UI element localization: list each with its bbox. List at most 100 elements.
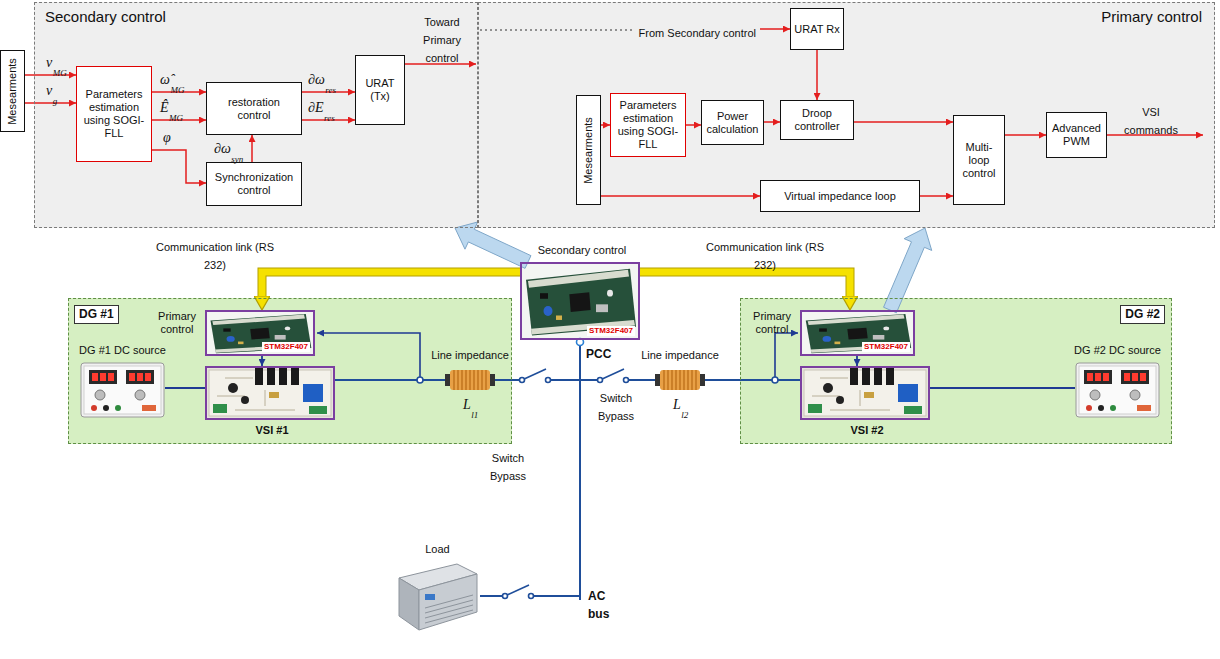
signal-symbol: Ê <box>160 100 169 115</box>
text-slot: Secondary control <box>512 244 652 257</box>
signal-arrow <box>152 150 206 183</box>
process-box: Power calculation <box>701 100 764 145</box>
communication-link <box>262 272 520 296</box>
switch-symbols <box>417 339 778 599</box>
board-picture <box>800 310 915 356</box>
signal-arrow <box>25 102 77 104</box>
switch-label: Switch Bypass <box>598 392 634 422</box>
wire-connector <box>165 387 205 389</box>
text-slot: Switch Bypass <box>480 448 536 484</box>
switch-blade <box>505 585 529 596</box>
source-heading: DG #2 DC source <box>1070 344 1165 357</box>
inductor-heading: Line impedance <box>635 349 725 362</box>
text-slot: ω̂ <box>160 70 170 88</box>
text-slot: res <box>325 79 336 97</box>
process-box: Advanced PWM <box>1046 112 1107 158</box>
chip-label: STM32F407 <box>587 326 635 336</box>
wire-connector <box>261 356 263 366</box>
subscript: MG <box>53 68 67 78</box>
dg-tag: DG #1 <box>74 305 119 324</box>
subscript: g <box>53 96 58 106</box>
panel-title: Primary control <box>1101 8 1202 26</box>
signal-arrow <box>854 121 953 123</box>
inverter-picture <box>205 366 335 420</box>
line-inductor: Line impedance <box>445 369 495 391</box>
inductor-picture <box>445 370 495 390</box>
text-slot: VSI #1 <box>207 424 337 437</box>
signal-symbol: φ <box>163 130 171 145</box>
signal-symbol: ∂E <box>308 100 323 115</box>
connector-group <box>252 135 253 162</box>
control-panel: Secondary controlParameters estimation u… <box>34 2 478 228</box>
dg-region: DG #2 Primary controlSTM32F407 DG #2 DC so… <box>740 298 1172 444</box>
wire <box>531 595 580 597</box>
measurement-box: Mesearments <box>576 95 601 205</box>
rotated-label: Mesearments <box>582 117 595 184</box>
subscript: syn <box>231 154 243 164</box>
region-fill <box>34 2 478 228</box>
ac-bus-line <box>579 341 581 600</box>
line-inductor: Line impedance <box>655 369 705 391</box>
switch-contact <box>529 594 534 599</box>
uart-box: URAT Rx <box>790 8 844 50</box>
signal-arrow <box>764 121 780 123</box>
text-slot: Toward Primary control <box>408 12 476 66</box>
subscript: res <box>325 85 336 95</box>
box-label: Advanced PWM <box>1050 122 1103 148</box>
signal-symbol: ∂ω <box>214 141 231 156</box>
switch-contact <box>503 594 508 599</box>
text-slot: DG #2 <box>1120 305 1165 324</box>
load-heading: Load <box>395 543 480 556</box>
wire <box>705 379 800 381</box>
text-slot: Communication link (RS 232) <box>148 237 282 273</box>
signal-symbol: ∂ω <box>308 72 325 87</box>
connector-group <box>930 388 1075 389</box>
connector-group <box>262 272 520 296</box>
load-picture <box>399 564 477 630</box>
signal-note: From Secondary control <box>639 27 756 39</box>
text-slot: l1 <box>471 404 478 422</box>
connector-group <box>601 196 761 197</box>
subscript: MG <box>169 113 183 123</box>
board-heading: Primary control <box>746 310 798 336</box>
subscript: l1 <box>471 410 478 420</box>
dc-source: DG #1 DC source <box>80 362 165 418</box>
dotted-link <box>480 29 634 30</box>
signal-arrow <box>25 74 77 76</box>
edge-label: Communication link (RS 232) <box>706 241 824 271</box>
box-label: URAT Rx <box>794 23 839 36</box>
subscript: l2 <box>681 410 688 420</box>
connector-group <box>884 228 932 313</box>
text-slot: STM32F407 <box>587 326 635 336</box>
box-label: URAT (Tx) <box>359 77 401 103</box>
device-pictures <box>81 262 1159 630</box>
text-slot: Secondary control <box>45 8 166 26</box>
text-slot: Primary control <box>150 310 204 336</box>
text-slot: MG <box>53 62 67 80</box>
switch-contact <box>546 378 551 383</box>
region-fill <box>68 298 512 444</box>
switch-contact <box>520 378 525 383</box>
controller-board: Primary controlSTM32F407 <box>800 310 915 356</box>
signal-arrow <box>251 135 253 162</box>
inverter-label: VSI #1 <box>207 424 337 437</box>
wire <box>480 595 505 597</box>
connector-group <box>686 125 701 126</box>
signal-arrow <box>816 50 818 100</box>
text-slot: DG #1 <box>74 305 119 324</box>
signal-symbol: v <box>46 55 52 70</box>
text-slot: syn <box>231 148 243 166</box>
board-picture <box>205 310 315 356</box>
dg-region: DG #1 Primary controlSTM32F407 DG #1 DC so… <box>68 298 512 444</box>
connector-group <box>817 50 818 100</box>
box-label: restoration control <box>210 96 298 122</box>
text-slot: ∂ω <box>308 70 325 88</box>
inductor-heading: Line impedance <box>425 349 515 362</box>
text-slot: STM32F407 <box>262 342 310 352</box>
connector-group <box>1005 135 1046 136</box>
source-heading: DG #1 DC source <box>75 344 170 357</box>
box-label: Multi-loop control <box>957 141 1001 180</box>
process-box: Virtual impedance loop <box>760 180 920 212</box>
inverter-board: VSI #2 <box>800 366 930 420</box>
text-slot: DG #1 DC source <box>75 344 170 357</box>
